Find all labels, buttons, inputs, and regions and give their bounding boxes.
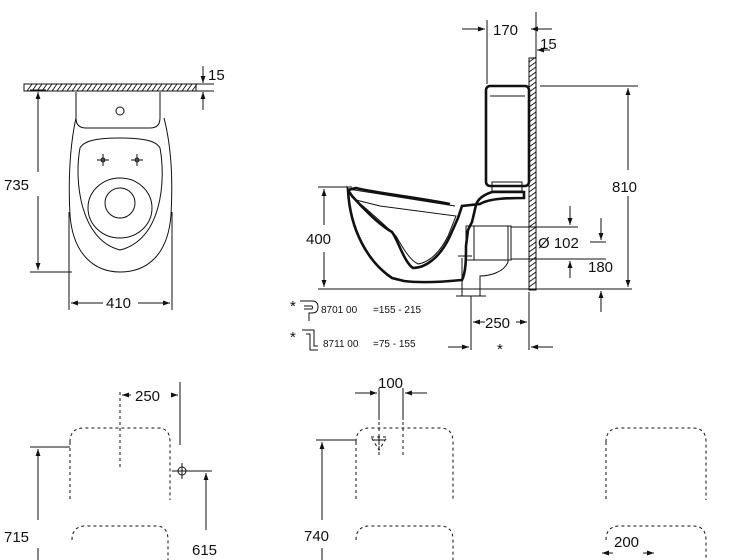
bowl-inner bbox=[87, 177, 153, 239]
notes: * 8701 00 =155 - 215 * 8711 00 =75 - 155 bbox=[290, 298, 422, 351]
trap-icon-1 bbox=[300, 300, 319, 321]
side-bowl-inner bbox=[355, 199, 457, 265]
flush-icon bbox=[370, 435, 388, 451]
wall-strip-top bbox=[23, 83, 198, 92]
bottom-middle-view: 100 740 bbox=[304, 375, 454, 560]
dim-wall-gap-label: 15 bbox=[540, 36, 557, 53]
side-bowl-top bbox=[347, 186, 451, 206]
dim-width: 410 bbox=[68, 212, 173, 312]
note-1-range: =155 - 215 bbox=[373, 305, 422, 316]
side-bowl-outline bbox=[346, 185, 526, 284]
note-2-marker: * bbox=[290, 329, 296, 346]
dim-tank-offset: 170 bbox=[462, 20, 552, 84]
dim-outlet-distance-label: 250 bbox=[485, 315, 510, 332]
note-2-code: 8711 00 bbox=[323, 339, 359, 350]
supply-point-icon bbox=[172, 463, 190, 479]
dim-depth-label: 735 bbox=[4, 177, 29, 194]
dim-width-label: 410 bbox=[106, 295, 131, 312]
note-1-code: 8701 00 bbox=[321, 305, 358, 316]
dim-offset-top: 15 bbox=[196, 66, 225, 110]
outlet-pipe bbox=[456, 225, 512, 297]
bottom-right-width-label: 200 bbox=[614, 534, 639, 551]
bottom-left-height-label: 715 bbox=[4, 529, 29, 546]
dim-seat-height: 400 bbox=[306, 186, 352, 287]
note-1-marker: * bbox=[290, 298, 296, 315]
dim-total-height: 810 bbox=[540, 85, 638, 287]
flush-button-hole bbox=[115, 106, 125, 116]
dim-seat-height-label: 400 bbox=[306, 231, 331, 248]
dim-star-label: * bbox=[497, 341, 503, 358]
note-row-2: * 8711 00 =75 - 155 bbox=[290, 329, 416, 351]
side-cistern bbox=[484, 84, 531, 188]
dim-outlet-height-label: 180 bbox=[588, 259, 613, 276]
dim-wall-gap: 15 bbox=[535, 12, 557, 58]
trap-icon-2 bbox=[302, 329, 318, 351]
dim-total-height-label: 810 bbox=[612, 179, 637, 196]
bottom-left-supply-label: 615 bbox=[192, 542, 217, 559]
cistern-outline bbox=[75, 92, 161, 129]
bowl-outline bbox=[68, 117, 173, 273]
dim-depth: 735 bbox=[4, 89, 72, 273]
bottom-left-view: 250 615 715 bbox=[4, 382, 217, 560]
bottom-middle-height-label: 740 bbox=[304, 528, 329, 545]
bottom-left-spacing-label: 250 bbox=[135, 388, 160, 405]
bottom-right-view: 200 bbox=[602, 427, 707, 560]
dim-offset-top-label: 15 bbox=[208, 67, 225, 84]
side-view: 170 15 810 400 Ø 102 bbox=[306, 12, 638, 358]
front-view: 735 410 15 bbox=[4, 66, 225, 312]
note-row-1: * 8701 00 =155 - 215 bbox=[290, 298, 422, 321]
bowl-drain bbox=[104, 187, 136, 219]
bowl-rim bbox=[77, 137, 163, 251]
dim-outlet-diameter: Ø 102 bbox=[511, 206, 606, 278]
seat-fixing-left bbox=[97, 154, 109, 166]
seat-fixing-right bbox=[131, 154, 143, 166]
dim-outlet-height: 180 bbox=[588, 218, 613, 312]
note-2-range: =75 - 155 bbox=[373, 339, 416, 350]
dim-tank-offset-label: 170 bbox=[493, 22, 518, 39]
dim-star: * bbox=[448, 300, 553, 358]
bottom-middle-spacing-label: 100 bbox=[378, 375, 403, 392]
dim-outlet-diameter-label: Ø 102 bbox=[538, 235, 579, 252]
